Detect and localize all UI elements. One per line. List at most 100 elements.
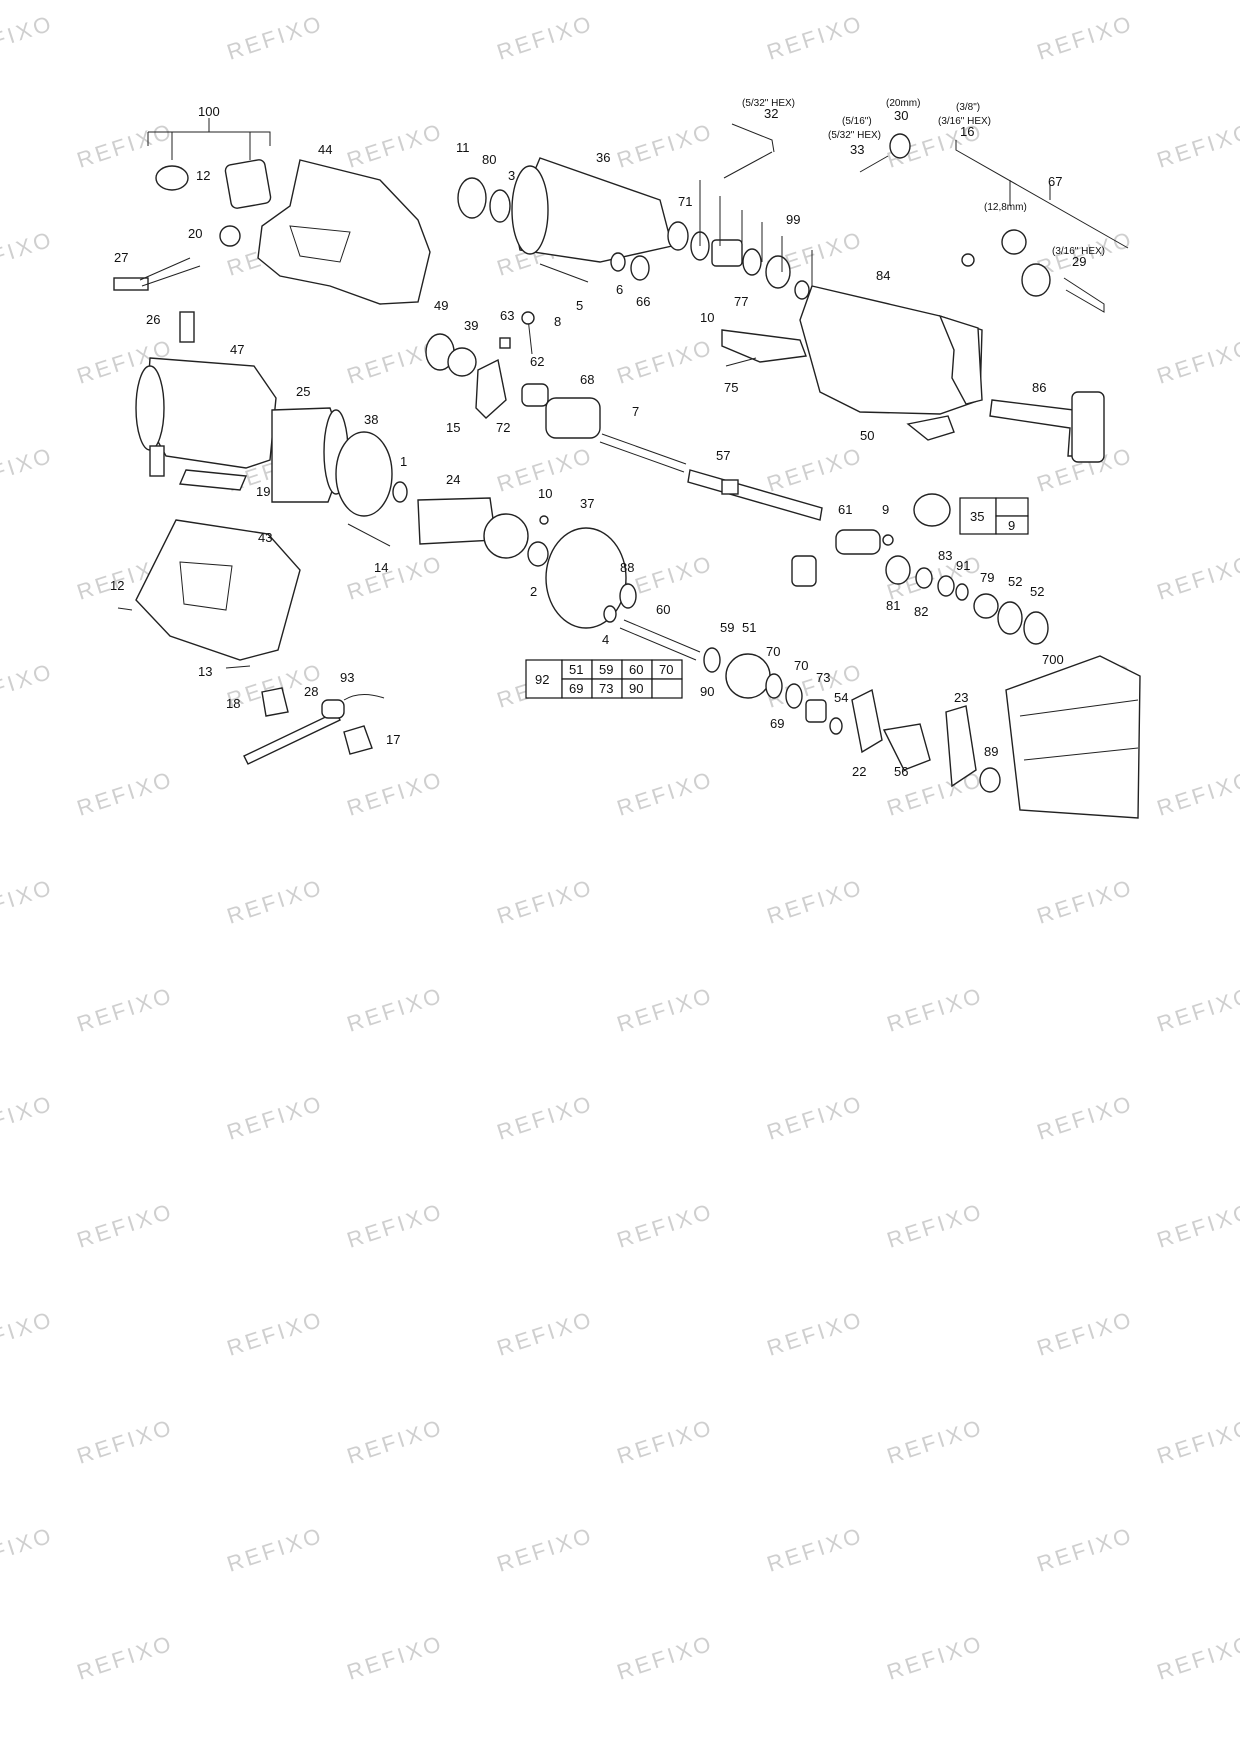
- watermark-text: REFIXO: [1154, 550, 1240, 605]
- watermark-text: REFIXO: [884, 1414, 987, 1469]
- callout-100: 100: [198, 104, 220, 119]
- callout-14: 14: [374, 560, 388, 575]
- table92-value: 70: [659, 662, 673, 677]
- callout-50: 50: [860, 428, 874, 443]
- watermark-text: REFIXO: [74, 1630, 177, 1685]
- callout-72: 72: [496, 420, 510, 435]
- watermark-text: REFIXO: [494, 1522, 597, 1577]
- watermark-text: REFIXO: [1154, 334, 1240, 389]
- watermark-text: REFIXO: [224, 10, 327, 65]
- kit-table-35: 35 9: [959, 497, 1029, 535]
- watermark-text: REFIXO: [494, 1090, 597, 1145]
- callout-23: 23: [954, 690, 968, 705]
- note-33a: (5/16"): [842, 116, 872, 127]
- callouts: 100 44 12 20 27 11 80 3 36 5 6 66 71 32 …: [110, 104, 1086, 779]
- note-29: (3/16" HEX): [1052, 246, 1105, 257]
- watermark-text: REFIXO: [614, 334, 717, 389]
- callout-24: 24: [446, 472, 460, 487]
- callout-66: 66: [636, 294, 650, 309]
- watermark-text: REFIXO: [74, 1414, 177, 1469]
- part-drawings: [113, 118, 1141, 819]
- watermark-text: REFIXO: [0, 1522, 57, 1577]
- watermark-text: REFIXO: [764, 1090, 867, 1145]
- callout-32: 32: [764, 106, 778, 121]
- watermark-text: REFIXO: [614, 1630, 717, 1685]
- callout-93: 93: [340, 670, 354, 685]
- callout-2: 2: [530, 584, 537, 599]
- watermark-text: REFIXO: [1154, 766, 1240, 821]
- callout-10: 10: [700, 310, 714, 325]
- note-33b: (5/32" HEX): [828, 130, 881, 141]
- watermark-text: REFIXO: [74, 1198, 177, 1253]
- callout-69: 69: [770, 716, 784, 731]
- table92-value: 51: [569, 662, 583, 677]
- callout-90: 90: [700, 684, 714, 699]
- watermark-text: REFIXO: [1154, 1630, 1240, 1685]
- callout-26: 26: [146, 312, 160, 327]
- callout-62: 62: [530, 354, 544, 369]
- callout-17: 17: [386, 732, 400, 747]
- watermark-text: REFIXO: [884, 1198, 987, 1253]
- callout-18: 18: [226, 696, 240, 711]
- watermark-text: REFIXO: [884, 982, 987, 1037]
- callout-28: 28: [304, 684, 318, 699]
- callout-79: 79: [980, 570, 994, 585]
- callout-13: 13: [198, 664, 212, 679]
- table92-head: 92: [535, 672, 549, 687]
- watermark-text: REFIXO: [224, 1090, 327, 1145]
- table92-value: 60: [629, 662, 643, 677]
- watermark-text: REFIXO: [74, 766, 177, 821]
- watermark-text: REFIXO: [1154, 1198, 1240, 1253]
- watermark-text: REFIXO: [1034, 10, 1137, 65]
- watermark-text: REFIXO: [1034, 1522, 1137, 1577]
- callout-73: 73: [816, 670, 830, 685]
- callout-67: 67: [1048, 174, 1062, 189]
- callout-52b: 52: [1030, 584, 1044, 599]
- callout-75: 75: [724, 380, 738, 395]
- watermark-text: REFIXO: [1034, 1306, 1137, 1361]
- callout-20: 20: [188, 226, 202, 241]
- watermark-text: REFIXO: [344, 766, 447, 821]
- watermark-text: REFIXO: [0, 1090, 57, 1145]
- callout-60: 60: [656, 602, 670, 617]
- callout-19: 19: [256, 484, 270, 499]
- watermark-text: REFIXO: [614, 118, 717, 173]
- callout-12b: 12: [110, 578, 124, 593]
- callout-33: 33: [850, 142, 864, 157]
- callout-81: 81: [886, 598, 900, 613]
- watermark-text: REFIXO: [764, 1306, 867, 1361]
- callout-10b: 10: [538, 486, 552, 501]
- callout-700: 700: [1042, 652, 1064, 667]
- callout-80: 80: [482, 152, 496, 167]
- callout-56: 56: [894, 764, 908, 779]
- callout-22: 22: [852, 764, 866, 779]
- callout-82: 82: [914, 604, 928, 619]
- watermark-text: REFIXO: [1154, 1414, 1240, 1469]
- table92-value: 59: [599, 662, 613, 677]
- watermark-text: REFIXO: [614, 766, 717, 821]
- watermark-text: REFIXO: [344, 1630, 447, 1685]
- callout-77: 77: [734, 294, 748, 309]
- watermark-text: REFIXO: [614, 982, 717, 1037]
- watermark-text: REFIXO: [74, 982, 177, 1037]
- callout-70b: 70: [794, 658, 808, 673]
- note-30: (20mm): [886, 98, 920, 109]
- callout-51: 51: [742, 620, 756, 635]
- callout-43: 43: [258, 530, 272, 545]
- callout-68: 68: [580, 372, 594, 387]
- watermark-text: REFIXO: [344, 1414, 447, 1469]
- callout-8: 8: [554, 314, 561, 329]
- callout-1: 1: [400, 454, 407, 469]
- watermark-text: REFIXO: [494, 1306, 597, 1361]
- note-16b: (3/16" HEX): [938, 116, 991, 127]
- table35-head: 35: [970, 509, 984, 524]
- callout-29: 29: [1072, 254, 1086, 269]
- table92-value: 73: [599, 681, 613, 696]
- watermark-text: REFIXO: [344, 982, 447, 1037]
- callout-49: 49: [434, 298, 448, 313]
- callout-57: 57: [716, 448, 730, 463]
- callout-37: 37: [580, 496, 594, 511]
- callout-52a: 52: [1008, 574, 1022, 589]
